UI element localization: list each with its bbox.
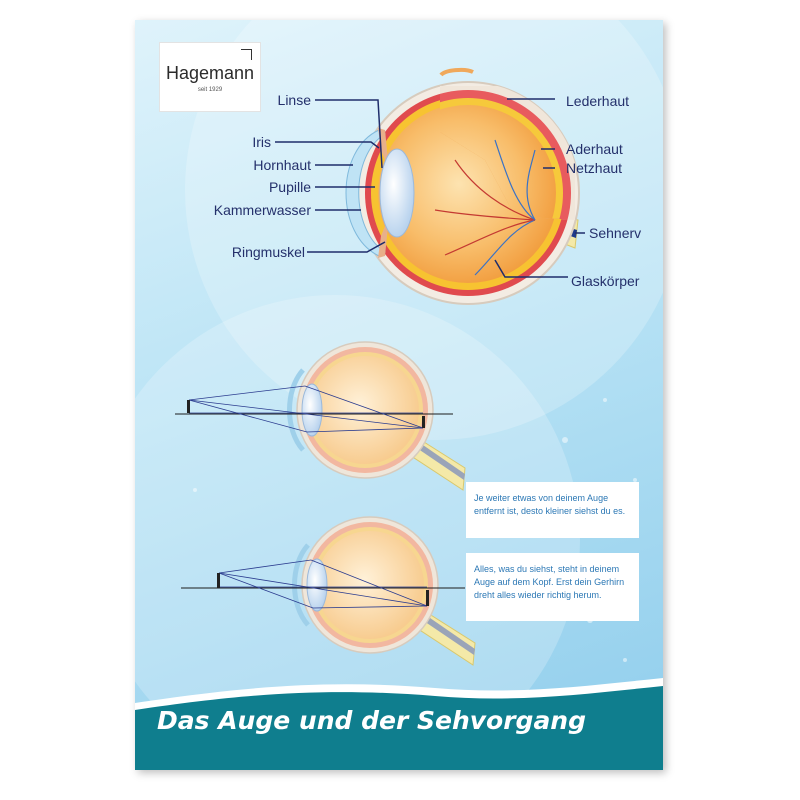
eye-cross-section — [345, 67, 580, 305]
poster-title: Das Auge und der Sehvorgang — [157, 706, 587, 735]
label-iris: Iris — [252, 134, 271, 150]
label-aderhaut: Aderhaut — [566, 141, 623, 157]
poster: Hagemann seit 1929 Linse Iris Hornhaut P… — [135, 20, 663, 770]
label-kammerwasser: Kammerwasser — [213, 202, 311, 218]
label-netzhaut: Netzhaut — [566, 160, 623, 176]
object-figure-far — [187, 400, 190, 413]
hagemann-logo: Hagemann seit 1929 — [159, 42, 261, 112]
title-banner — [135, 686, 663, 770]
lens — [379, 148, 415, 238]
eye-diagram-far — [175, 341, 466, 491]
logo-name: Hagemann — [165, 63, 255, 83]
image-figure-far — [422, 416, 425, 428]
label-ringmuskel: Ringmuskel — [231, 244, 305, 260]
leader-lines — [275, 98, 585, 278]
poster-artwork — [135, 20, 663, 770]
label-linse: Linse — [277, 92, 311, 108]
label-hornhaut: Hornhaut — [253, 157, 311, 173]
object-figure-near — [217, 573, 220, 588]
image-figure-near — [426, 590, 429, 606]
label-lederhaut: Lederhaut — [566, 93, 630, 109]
note-distance: Je weiter etwas von deinem Auge entfernt… — [466, 482, 639, 538]
label-pupille: Pupille — [268, 179, 311, 195]
label-sehnerv: Sehnerv — [589, 225, 642, 241]
note-upside-down: Alles, was du siehst, steht in deinem Au… — [466, 553, 639, 621]
label-glaskoerper: Glaskörper — [571, 273, 640, 289]
logo-since: seit 1929 — [197, 87, 223, 93]
eye-diagram-near — [181, 516, 476, 666]
blood-vessels — [434, 139, 536, 276]
logo-corner-mark — [241, 49, 252, 60]
